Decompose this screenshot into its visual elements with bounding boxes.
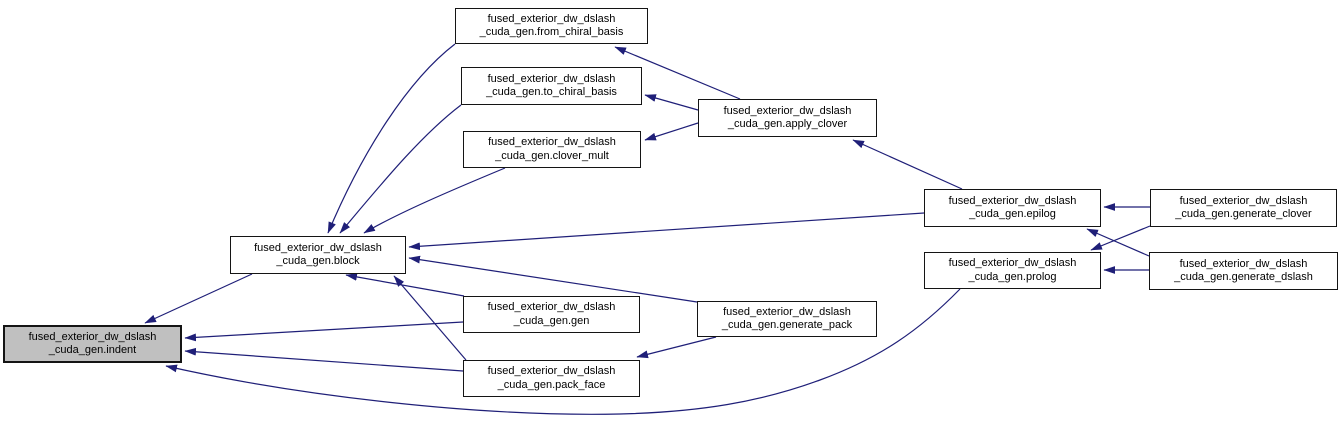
edge-gen-to-indent <box>184 321 464 342</box>
node-label-line1: fused_exterior_dw_dslash <box>487 12 616 25</box>
node-to_chiral_basis[interactable]: fused_exterior_dw_dslash_cuda_gen.to_chi… <box>461 67 642 105</box>
node-label-line1: fused_exterior_dw_dslash <box>723 305 851 318</box>
edge-epilog-to-block <box>408 212 925 251</box>
node-label-line1: fused_exterior_dw_dslash <box>254 241 382 254</box>
edge-pack_face-to-indent <box>184 347 464 372</box>
edge-from_chiral_basis-to-block <box>327 43 456 234</box>
node-label-line2: _cuda_gen.generate_clover <box>1175 208 1312 220</box>
node-label-line2: _cuda_gen.clover_mult <box>495 149 609 162</box>
node-label-line1: fused_exterior_dw_dslash <box>487 72 616 85</box>
node-label-line2: _cuda_gen.prolog <box>968 270 1057 283</box>
edge-apply_clover-to-clover_mult <box>644 122 699 141</box>
node-generate_clover[interactable]: fused_exterior_dw_dslash_cuda_gen.genera… <box>1150 189 1337 227</box>
node-label-line2: _cuda_gen.generate_pack <box>721 319 853 331</box>
node-gen[interactable]: fused_exterior_dw_dslash_cuda_gen.gen <box>463 296 640 333</box>
node-block[interactable]: fused_exterior_dw_dslash_cuda_gen.block <box>230 236 406 274</box>
node-label-line1: fused_exterior_dw_dslash <box>487 365 616 377</box>
edge-prolog-to-indent <box>165 288 961 415</box>
node-indent: fused_exterior_dw_dslash_cuda_gen.indent <box>3 325 182 363</box>
edge-generate_dslash-to-epilog <box>1086 228 1150 257</box>
node-label-line2: _cuda_gen.from_chiral_basis <box>479 26 624 38</box>
node-label-line2: _cuda_gen.to_chiral_basis <box>486 86 617 98</box>
edge-gen-to-block <box>345 273 465 297</box>
node-pack_face[interactable]: fused_exterior_dw_dslash_cuda_gen.pack_f… <box>463 360 640 397</box>
edge-generate_pack-to-pack_face <box>636 336 717 359</box>
node-generate_dslash[interactable]: fused_exterior_dw_dslash_cuda_gen.genera… <box>1149 252 1338 290</box>
node-label-line1: fused_exterior_dw_dslash <box>487 301 616 313</box>
edge-apply_clover-to-from_chiral_basis <box>614 46 741 100</box>
node-label-line1: fused_exterior_dw_dslash <box>723 104 852 117</box>
node-prolog[interactable]: fused_exterior_dw_dslash_cuda_gen.prolog <box>924 252 1101 289</box>
node-label-line1: fused_exterior_dw_dslash <box>948 257 1077 269</box>
edge-pack_face-to-block <box>393 275 467 361</box>
edge-generate_pack-to-block <box>408 255 698 303</box>
node-from_chiral_basis[interactable]: fused_exterior_dw_dslash_cuda_gen.from_c… <box>455 8 648 44</box>
edge-clover_mult-to-block <box>363 167 506 234</box>
node-clover_mult[interactable]: fused_exterior_dw_dslash_cuda_gen.clover… <box>463 131 641 168</box>
node-label-line2: _cuda_gen.indent <box>48 344 137 356</box>
node-label-line2: _cuda_gen.generate_dslash <box>1174 271 1313 283</box>
node-label-line1: fused_exterior_dw_dslash <box>1179 194 1308 207</box>
node-label-line2: _cuda_gen.block <box>276 255 360 267</box>
edge-apply_clover-to-to_chiral_basis <box>644 94 699 111</box>
edge-to_chiral_basis-to-block <box>339 104 462 234</box>
node-label-line2: _cuda_gen.epilog <box>969 208 1056 220</box>
node-label-line1: fused_exterior_dw_dslash <box>28 330 157 343</box>
node-epilog[interactable]: fused_exterior_dw_dslash_cuda_gen.epilog <box>924 189 1101 227</box>
edge-epilog-to-apply_clover <box>852 139 963 190</box>
node-label-line1: fused_exterior_dw_dslash <box>948 194 1077 207</box>
node-label-line1: fused_exterior_dw_dslash <box>488 136 616 148</box>
edge-generate_clover-to-prolog <box>1090 225 1151 251</box>
node-label-line2: _cuda_gen.apply_clover <box>727 118 848 130</box>
node-label-line2: _cuda_gen.gen <box>513 314 590 327</box>
node-generate_pack[interactable]: fused_exterior_dw_dslash_cuda_gen.genera… <box>697 301 877 337</box>
node-label-line2: _cuda_gen.pack_face <box>497 378 606 391</box>
edge-block-to-indent <box>144 273 253 324</box>
node-label-line1: fused_exterior_dw_dslash <box>1179 257 1308 270</box>
node-apply_clover[interactable]: fused_exterior_dw_dslash_cuda_gen.apply_… <box>698 99 877 137</box>
